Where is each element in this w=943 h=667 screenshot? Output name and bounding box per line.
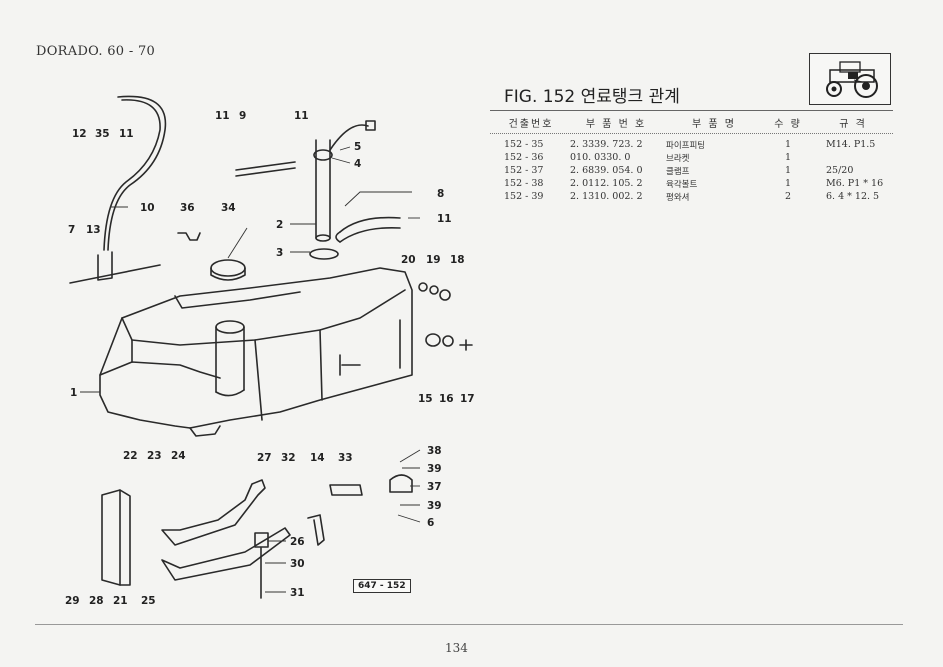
callout-label: 37 xyxy=(427,481,442,493)
qty-cell: 1 xyxy=(784,165,792,176)
callout-label: 29 xyxy=(65,595,80,607)
callout-label: 8 xyxy=(437,188,444,200)
header-rule xyxy=(490,110,893,111)
callout-label: 1 xyxy=(70,387,77,399)
callout-label: 34 xyxy=(221,202,236,214)
callout-label: 12 xyxy=(72,128,87,140)
part-no-cell: 2. 1310. 002. 2 xyxy=(570,191,643,202)
callout-label: 7 xyxy=(68,224,75,236)
callout-label: 18 xyxy=(450,254,465,266)
ref-cell: 152 - 36 xyxy=(504,152,544,163)
callout-label: 23 xyxy=(147,450,162,462)
column-header-spec: 규 격 xyxy=(839,119,867,130)
column-header-ref: 건출번호 xyxy=(508,119,554,130)
callout-label: 26 xyxy=(290,536,305,548)
table-header-row: 건출번호 부 품 번 호 부 품 명 수 량 규 격 xyxy=(494,113,894,132)
callout-label: 39 xyxy=(427,463,442,475)
callout-label: 2 xyxy=(276,219,283,231)
callout-label: 15 xyxy=(418,393,433,405)
column-header-name: 부 품 명 xyxy=(692,119,736,130)
ref-cell: 152 - 37 xyxy=(504,165,544,176)
ref-cell: 152 - 35 xyxy=(504,139,544,150)
callout-label: 36 xyxy=(180,202,195,214)
callout-label: 11 xyxy=(215,110,230,122)
callout-label: 11 xyxy=(119,128,134,140)
callout-label: 21 xyxy=(113,595,128,607)
callout-label: 4 xyxy=(354,158,361,170)
spec-cell: 25/20 xyxy=(826,165,854,176)
callout-label: 9 xyxy=(239,110,246,122)
table-row: 152 - 37 2. 6839. 054. 0 클램프 1 25/20 xyxy=(494,164,894,177)
spec-cell: M6. P1 * 16 xyxy=(826,178,884,189)
spec-cell: M14. P1.5 xyxy=(826,139,876,150)
callout-label: 25 xyxy=(141,595,156,607)
table-row: 152 - 39 2. 1310. 002. 2 평와셔 2 6. 4 * 12… xyxy=(494,190,894,203)
callout-label: 6 xyxy=(427,517,434,529)
name-cell: 평와셔 xyxy=(666,192,690,203)
figure-code-box: 647 - 152 xyxy=(353,579,411,593)
part-no-cell: 2. 0112. 105. 2 xyxy=(570,178,643,189)
callout-label: 13 xyxy=(86,224,101,236)
callout-label: 30 xyxy=(290,558,305,570)
figure-title: FIG. 152 연료탱크 관계 xyxy=(504,87,680,107)
part-no-cell: 010. 0330. 0 xyxy=(570,152,631,163)
name-cell: 클램프 xyxy=(666,166,690,177)
callout-label: 17 xyxy=(460,393,475,405)
callout-label: 11 xyxy=(294,110,309,122)
qty-cell: 1 xyxy=(784,178,792,189)
callout-label: 3 xyxy=(276,247,283,259)
callout-label: 24 xyxy=(171,450,186,462)
column-header-part-no: 부 품 번 호 xyxy=(585,119,647,130)
tractor-icon xyxy=(826,61,878,98)
name-cell: 브라켓 xyxy=(666,153,690,164)
tractor-thumbnail xyxy=(809,53,891,105)
part-no-cell: 2. 3339. 723. 2 xyxy=(570,139,643,150)
callout-label: 10 xyxy=(140,202,155,214)
fuel-tank xyxy=(99,267,413,429)
callout-label: 38 xyxy=(427,445,442,457)
callout-label: 32 xyxy=(281,452,296,464)
parts-table: 건출번호 부 품 번 호 부 품 명 수 량 규 격 152 - 35 2. 3… xyxy=(494,113,894,203)
ref-cell: 152 - 38 xyxy=(504,178,544,189)
callout-label: 35 xyxy=(95,128,110,140)
callout-label: 31 xyxy=(290,587,305,599)
column-header-rule xyxy=(490,133,893,134)
callout-label: 28 xyxy=(89,595,104,607)
footer-rule xyxy=(35,624,903,625)
callout-label: 27 xyxy=(257,452,272,464)
callout-label: 19 xyxy=(426,254,441,266)
qty-cell: 1 xyxy=(784,152,792,163)
callout-label: 20 xyxy=(401,254,416,266)
callout-label: 33 xyxy=(338,452,353,464)
table-row: 152 - 36 010. 0330. 0 브라켓 1 xyxy=(494,151,894,164)
column-header-qty: 수 량 xyxy=(774,119,802,130)
model-title: DORADO. 60 - 70 xyxy=(36,44,156,59)
callout-label: 16 xyxy=(439,393,454,405)
callout-label: 11 xyxy=(437,213,452,225)
qty-cell: 2 xyxy=(784,191,792,202)
ref-cell: 152 - 39 xyxy=(504,191,544,202)
qty-cell: 1 xyxy=(784,139,792,150)
page-number: 134 xyxy=(445,641,468,655)
spec-cell: 6. 4 * 12. 5 xyxy=(826,191,880,202)
callout-label: 22 xyxy=(123,450,138,462)
callout-label: 39 xyxy=(427,500,442,512)
callout-label: 5 xyxy=(354,141,361,153)
name-cell: 파이프피팅 xyxy=(666,140,706,151)
part-no-cell: 2. 6839. 054. 0 xyxy=(570,165,643,176)
callout-label: 14 xyxy=(310,452,325,464)
table-row: 152 - 35 2. 3339. 723. 2 파이프피팅 1 M14. P1… xyxy=(494,138,894,151)
table-row: 152 - 38 2. 0112. 105. 2 육각볼트 1 M6. P1 *… xyxy=(494,177,894,190)
name-cell: 육각볼트 xyxy=(666,179,698,190)
